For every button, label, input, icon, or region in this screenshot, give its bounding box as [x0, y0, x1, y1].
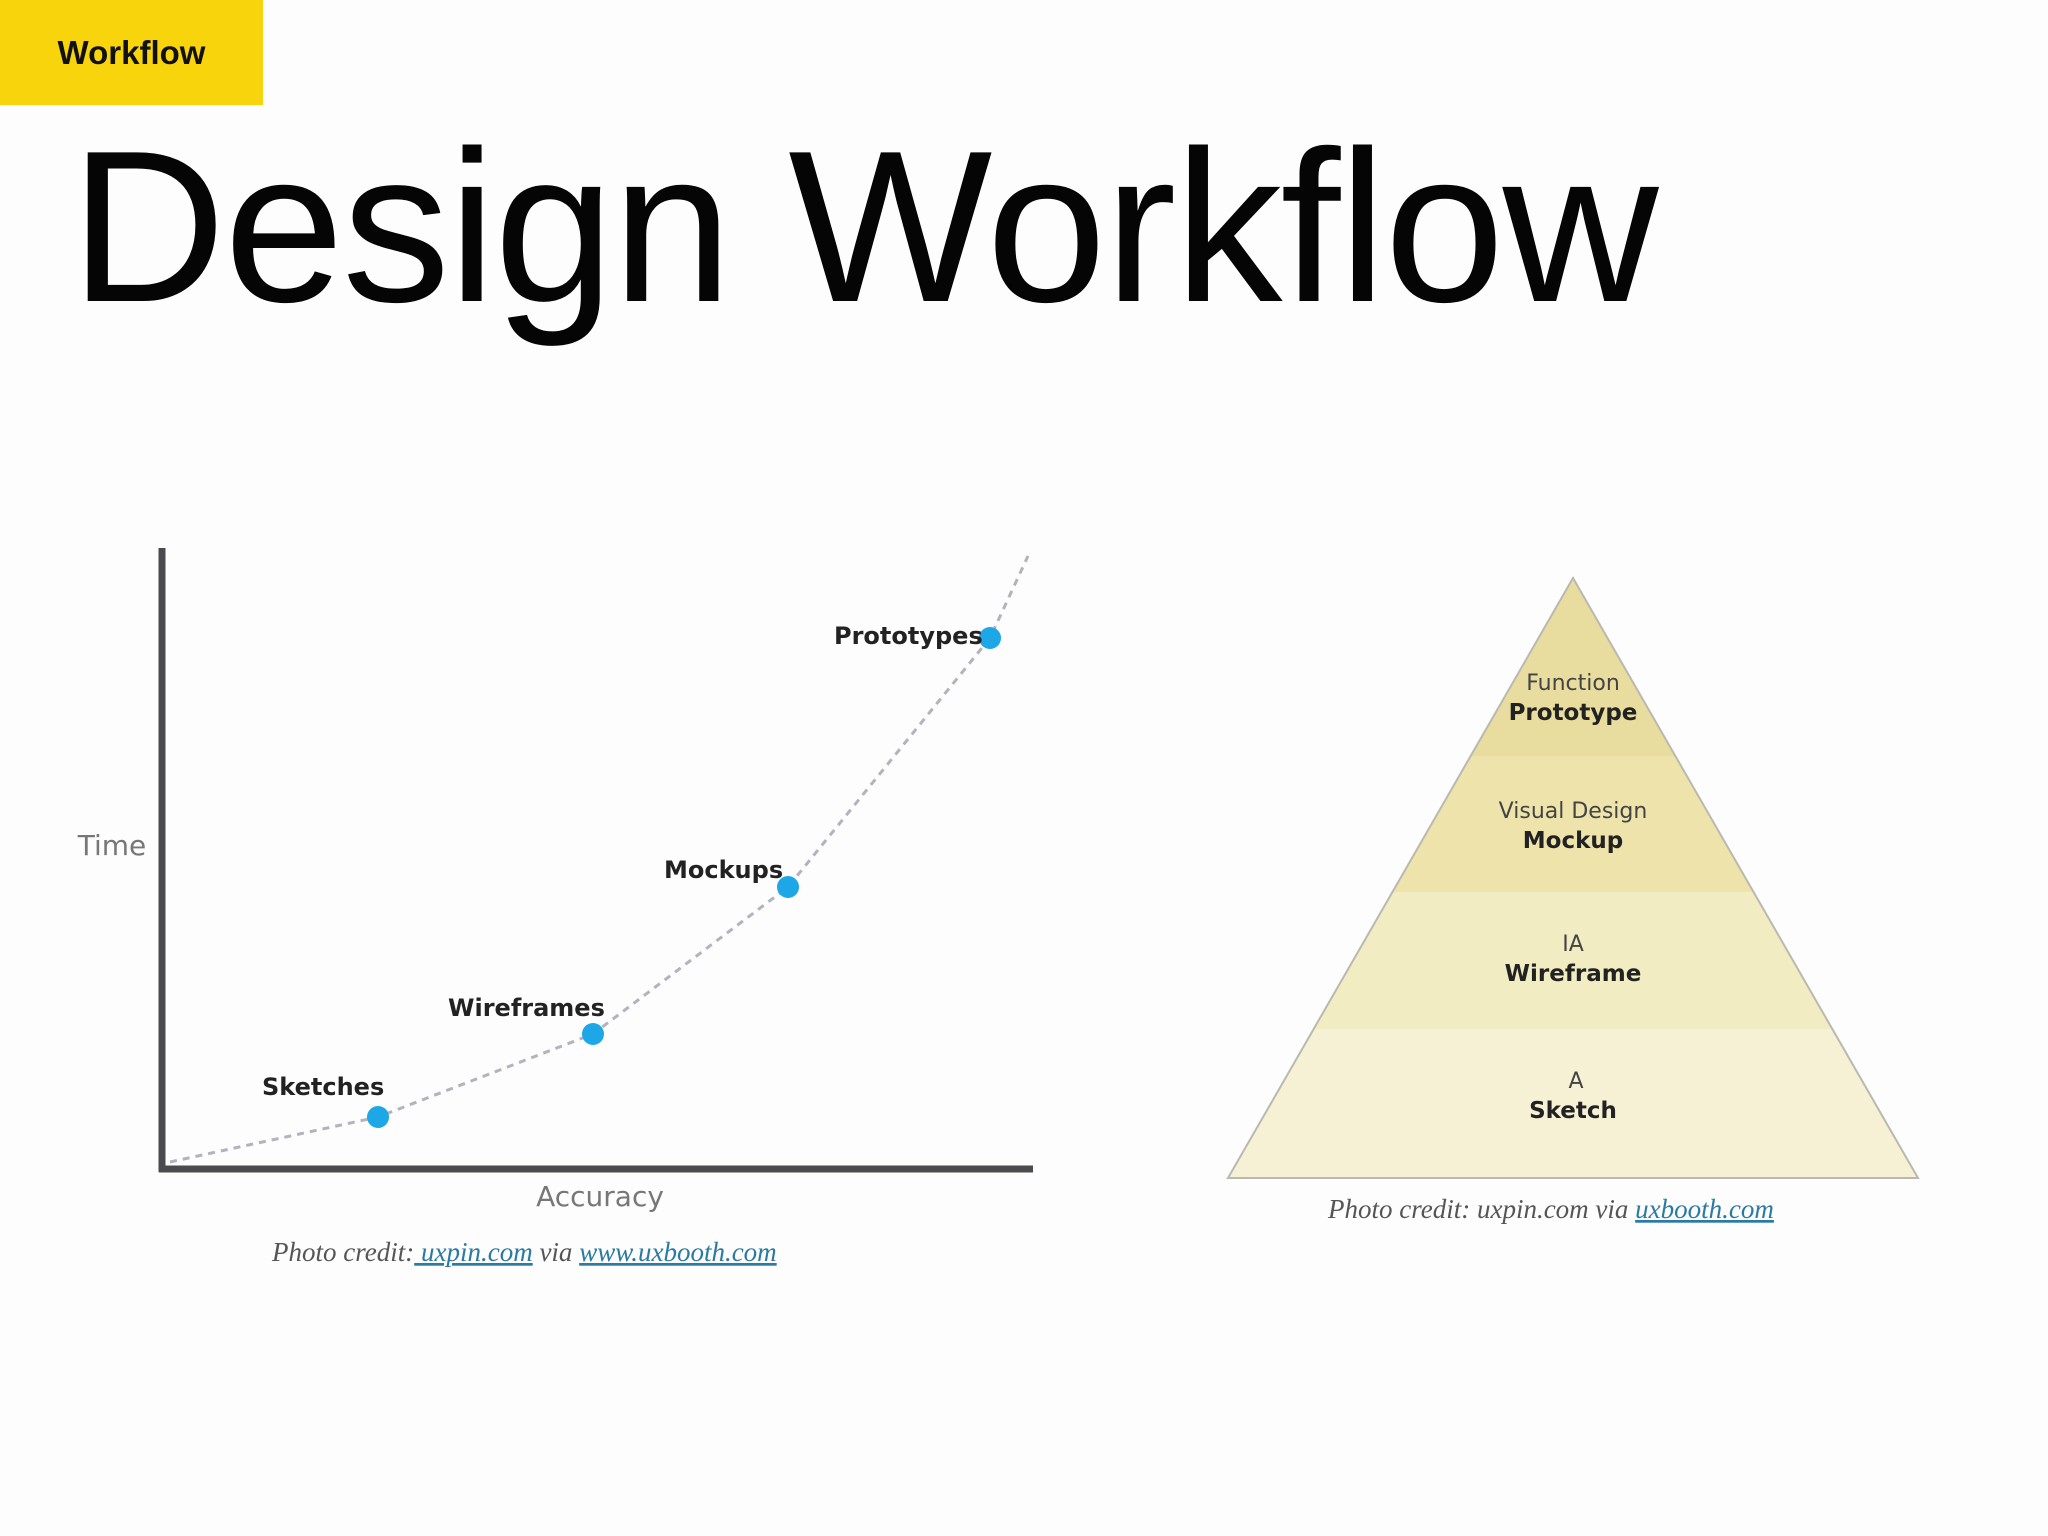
- tier-sketch-label: Sketch: [1529, 1098, 1617, 1124]
- uxbooth-link[interactable]: uxbooth.com: [1635, 1194, 1774, 1224]
- tier-function-label: Function: [1526, 671, 1620, 696]
- tier-wireframe-label: Wireframe: [1505, 961, 1642, 987]
- pyramid-outline: [1226, 575, 1920, 1179]
- uxpin-link[interactable]: uxpin.com: [414, 1237, 532, 1267]
- point-label-wireframes: Wireframes: [448, 994, 605, 1022]
- tier-prototype-label: Prototype: [1509, 700, 1638, 726]
- point-wireframes: [582, 1023, 604, 1045]
- point-label-sketches: Sketches: [262, 1073, 384, 1101]
- chart-credit-prefix: Photo credit:: [271, 1237, 414, 1267]
- tier-a-label: A: [1568, 1069, 1583, 1094]
- chart-photo-credit: Photo credit: uxpin.com via www.uxbooth.…: [271, 1237, 777, 1267]
- tier-ia-label: IA: [1562, 932, 1584, 957]
- section-tag: Workflow: [0, 0, 263, 105]
- point-sketches: [367, 1106, 389, 1128]
- tier-visual-design-label: Visual Design: [1499, 799, 1648, 824]
- uxbooth-www-link[interactable]: www.uxbooth.com: [579, 1237, 777, 1267]
- time-accuracy-diagram: Time Accuracy Sketches Wireframes Mockup…: [77, 548, 1033, 1267]
- pyramid-credit-prefix: Photo credit: uxpin.com via: [1327, 1194, 1635, 1224]
- chart-credit-middle: via: [533, 1237, 580, 1267]
- fidelity-pyramid: Function Prototype Visual Design Mockup …: [1226, 575, 1920, 1224]
- y-axis-label: Time: [77, 829, 147, 862]
- point-label-prototypes: Prototypes: [834, 622, 983, 650]
- section-tag-label: Workflow: [57, 33, 206, 71]
- tier-mockup-label: Mockup: [1523, 828, 1623, 854]
- point-mockups: [777, 876, 799, 898]
- x-axis-label: Accuracy: [536, 1180, 664, 1213]
- pyramid-tier-mockup: [1228, 756, 1918, 892]
- page-title: Design Workflow: [70, 105, 1659, 347]
- point-prototypes: [979, 627, 1001, 649]
- accuracy-curve: [169, 555, 1030, 1164]
- point-label-mockups: Mockups: [664, 856, 783, 884]
- pyramid-tier-sketch: [1228, 1029, 1918, 1178]
- pyramid-photo-credit: Photo credit: uxpin.com via uxbooth.com: [1327, 1194, 1774, 1224]
- pyramid-tier-prototype: [1228, 578, 1918, 756]
